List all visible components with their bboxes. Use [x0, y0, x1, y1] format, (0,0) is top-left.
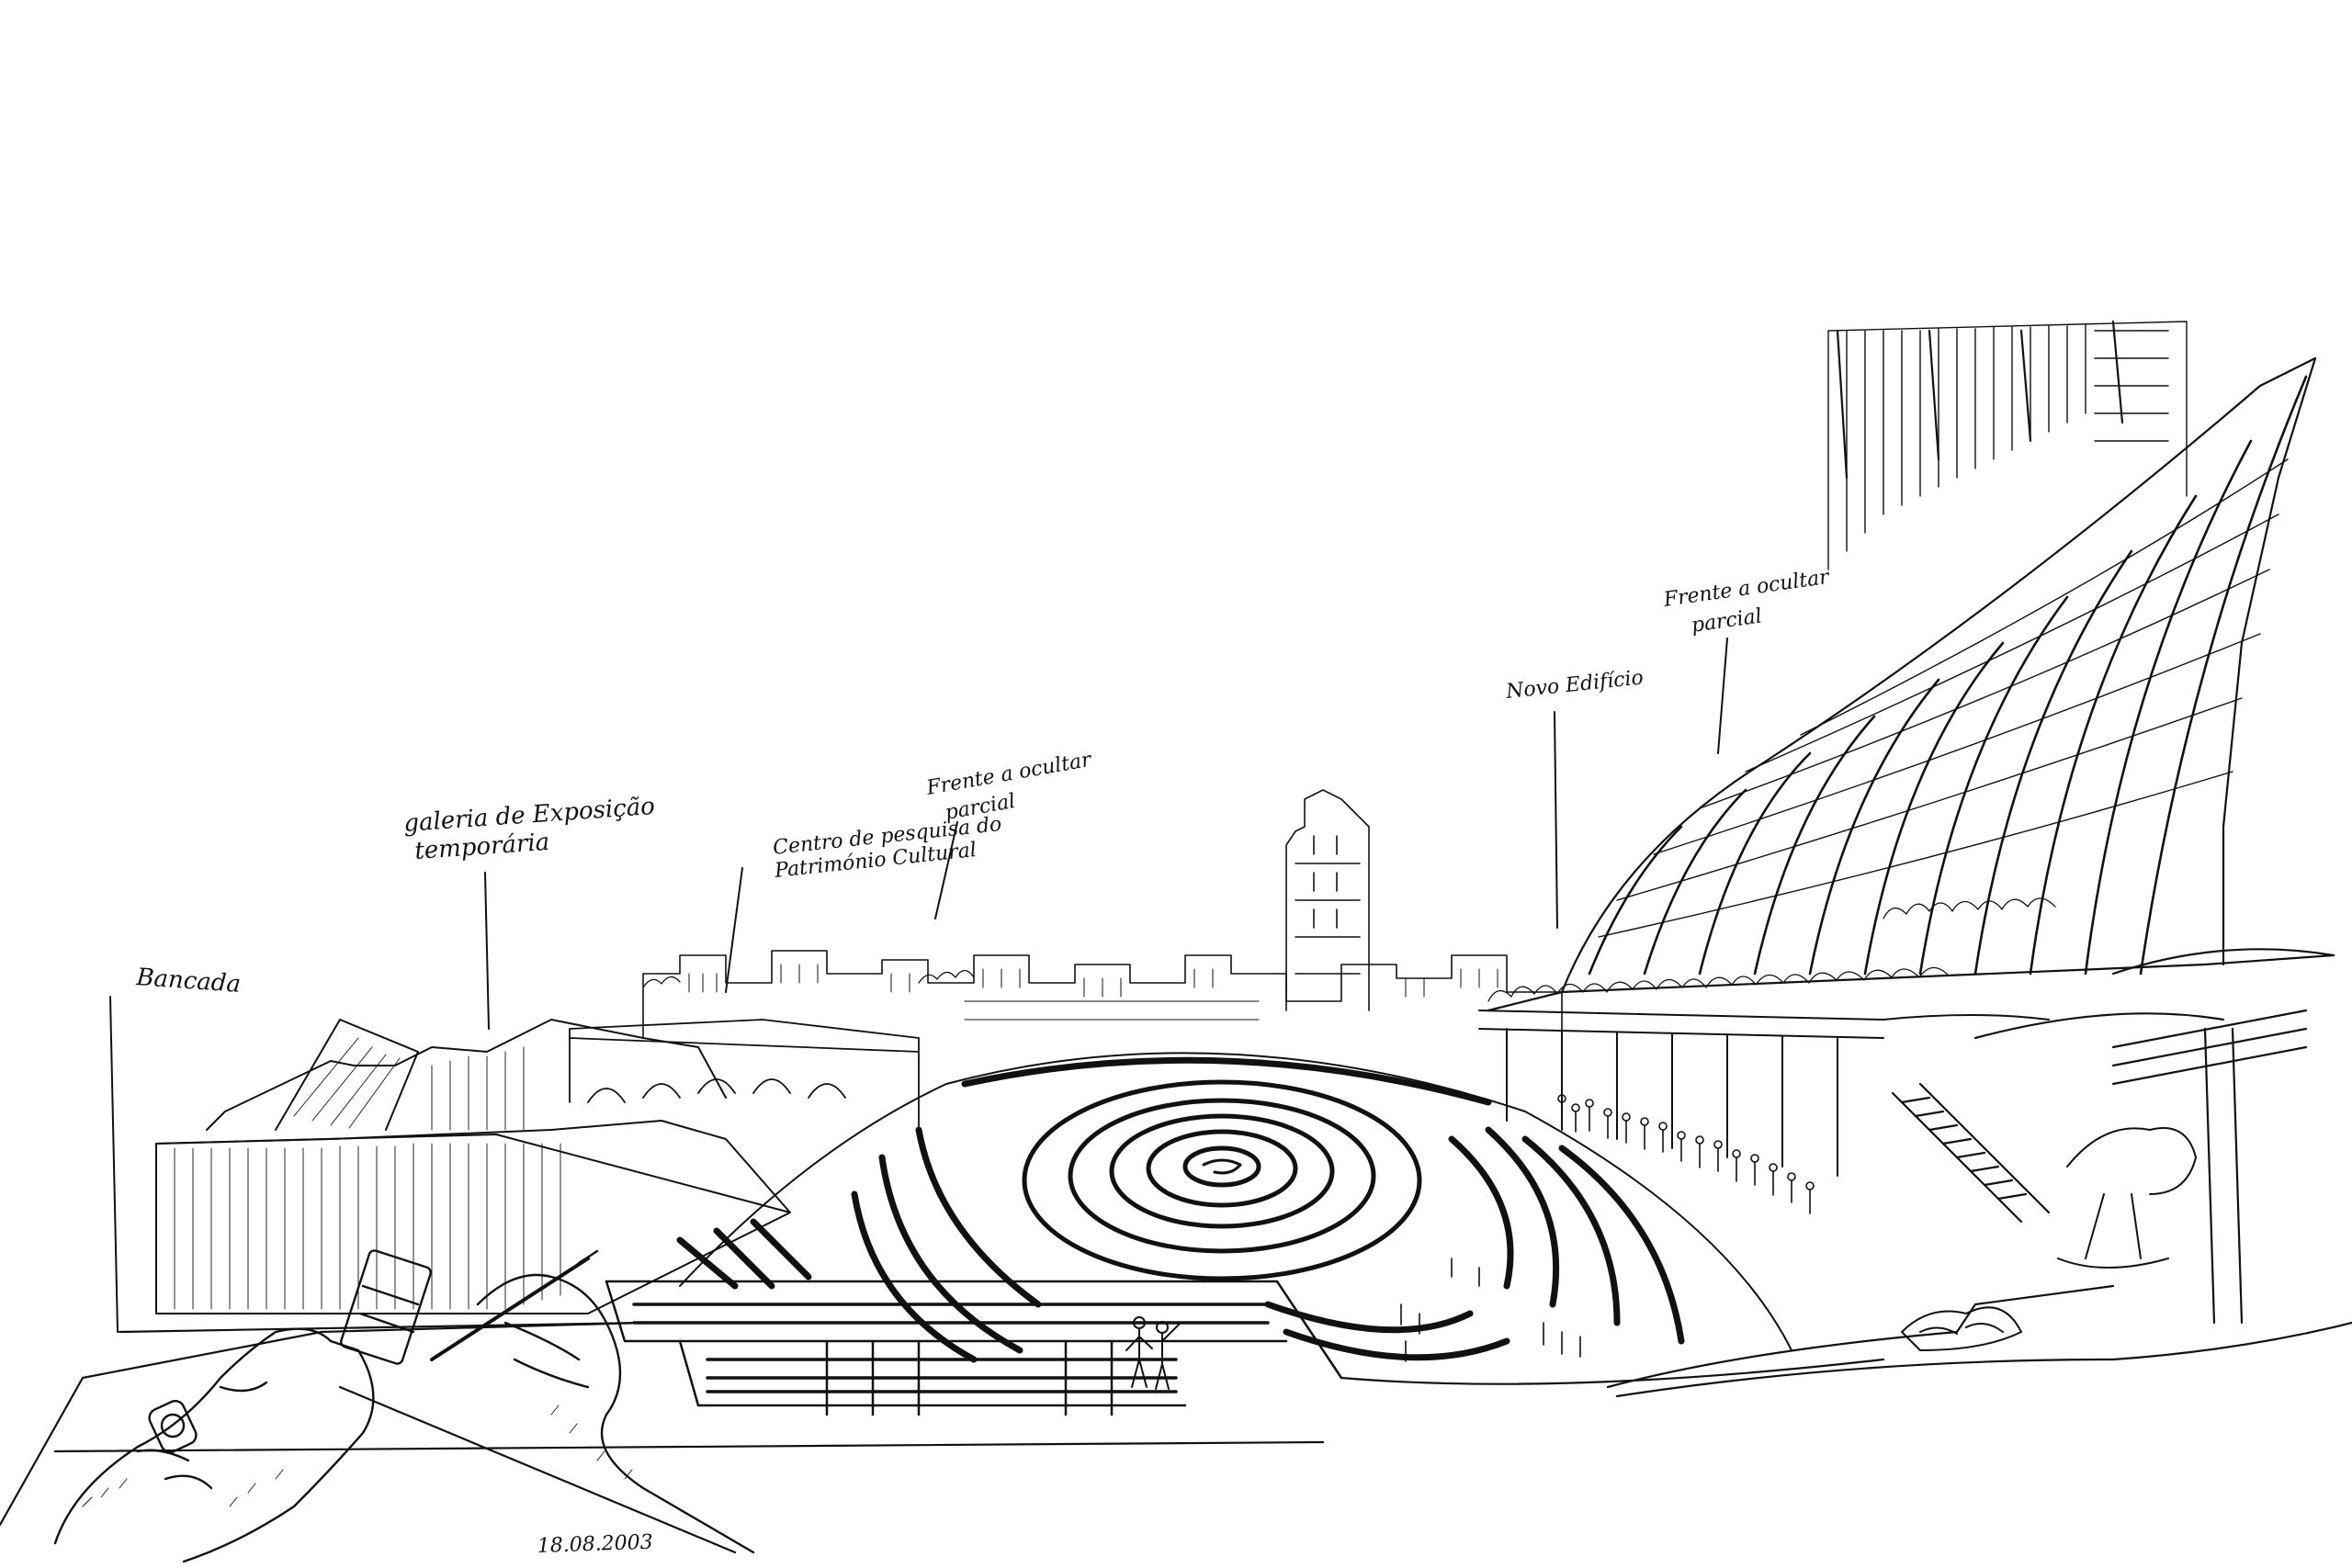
label-date: 18.08.2003	[537, 1531, 653, 1558]
exhibition-gallery	[155, 1019, 791, 1314]
canopy-shading	[632, 1303, 1270, 1393]
facade-ribs	[1588, 375, 2308, 976]
right-hand	[476, 1273, 755, 1554]
gallery-hatching	[174, 1037, 561, 1310]
wristwatch	[148, 1399, 198, 1454]
pen	[430, 1257, 590, 1361]
leader-galeria	[484, 872, 490, 1030]
pergola-stairs	[1891, 948, 2335, 1325]
leader-novo-edificio	[1554, 711, 1558, 929]
label-bancada: Bancada	[135, 964, 242, 998]
tree	[2057, 1127, 2197, 1269]
leader-frente-right	[1717, 637, 1728, 754]
label-frente-right-1: Frente a ocultar	[1661, 566, 1831, 612]
label-novo-edificio: Novo Edifício	[1504, 666, 1645, 704]
leader-bancada	[109, 996, 119, 1333]
planter-island	[1901, 1306, 2022, 1351]
leader-lines	[109, 637, 1728, 1333]
vegetation	[642, 897, 2056, 1002]
facade-floors	[1598, 458, 2289, 938]
tower	[1285, 789, 1370, 1011]
hand-hatching	[82, 1404, 633, 1507]
spiral-amphitheater	[1022, 1079, 1422, 1281]
covered-walkway	[1478, 1010, 2050, 1177]
left-hand	[53, 1327, 375, 1563]
tall-tower	[1827, 321, 2188, 570]
spiral-center	[1202, 1158, 1242, 1175]
new-building	[1487, 320, 2335, 1012]
drawing-hands	[53, 1249, 755, 1563]
leader-frente-center	[934, 821, 958, 919]
amphitheater-outline	[679, 1052, 1792, 1351]
arcade-building	[569, 1019, 920, 1140]
crowd	[1400, 1094, 1815, 1362]
foreground-terrace	[0, 1284, 2352, 1554]
skyline-windows	[688, 964, 1498, 1021]
city-skyline	[642, 789, 1563, 1039]
entrance-canopy	[605, 1280, 1343, 1416]
label-frente-right-2: parcial	[1690, 604, 1763, 637]
eraser-box	[340, 1249, 432, 1365]
figures-entrance	[1125, 1316, 1182, 1390]
leader-centro	[725, 867, 743, 993]
